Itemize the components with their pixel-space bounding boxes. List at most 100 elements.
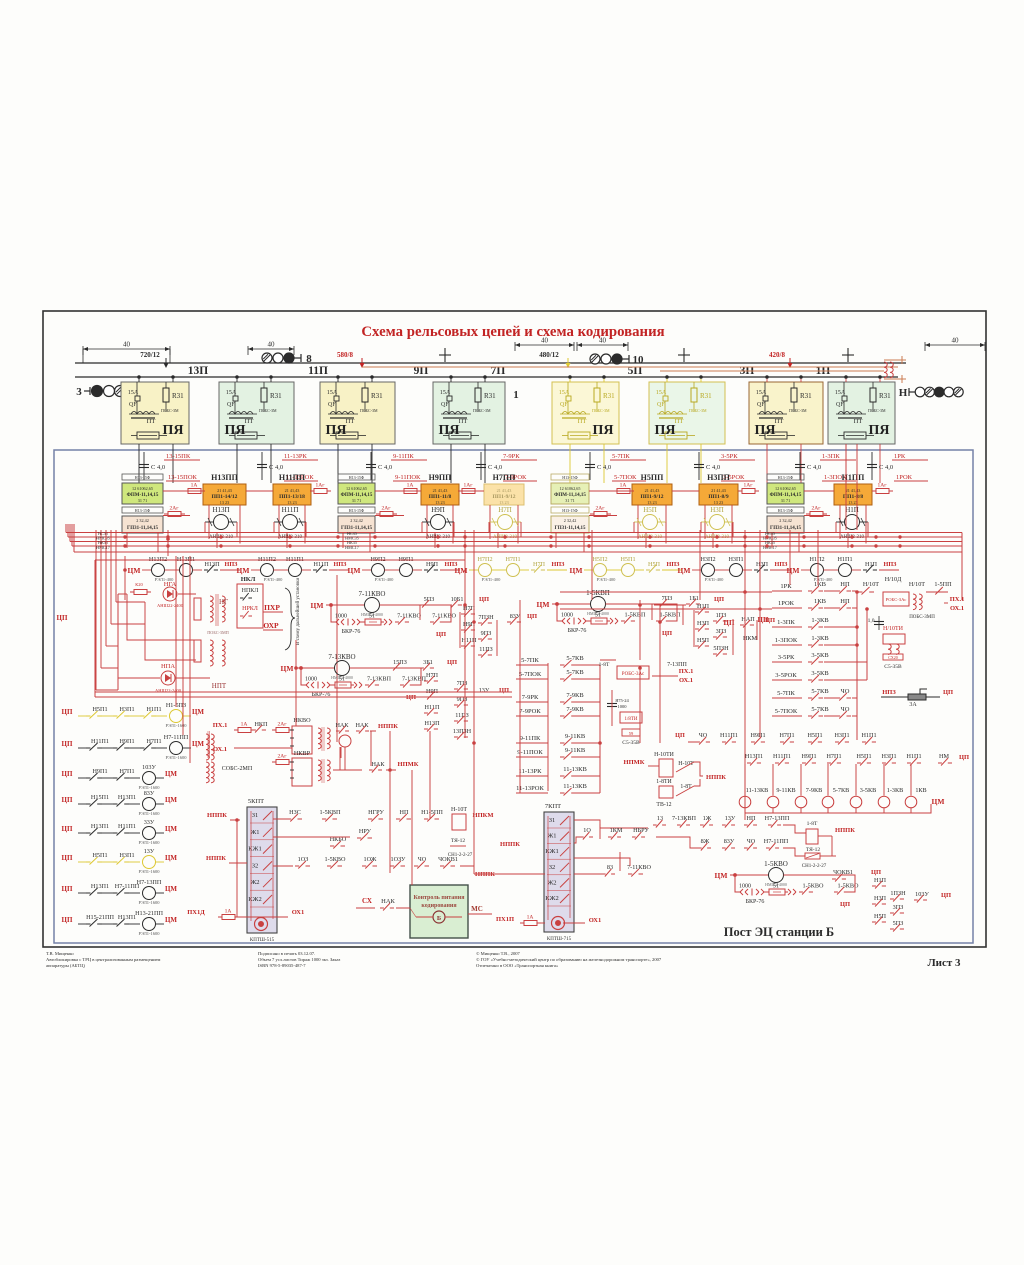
svg-text:ЧО: ЧО — [841, 688, 850, 695]
svg-text:1000: 1000 — [561, 613, 573, 619]
svg-text:5-7КВ: 5-7КВ — [566, 655, 584, 662]
svg-text:ЦП: ЦП — [436, 631, 446, 638]
svg-text:НРКЛ: НРКЛ — [242, 606, 258, 612]
svg-text:З1: З1 — [549, 817, 556, 824]
svg-text:НГ: НГ — [219, 598, 228, 606]
svg-text:1-3КВ: 1-3КВ — [811, 635, 829, 642]
svg-text:Н11П: Н11П — [314, 561, 329, 568]
svg-text:Н7П1: Н7П1 — [505, 556, 520, 563]
svg-text:ОХ1: ОХ1 — [589, 917, 602, 924]
svg-text:1РОК: 1РОК — [896, 474, 913, 481]
svg-text:ПТ: ПТ — [578, 418, 587, 425]
svg-text:7ПЗ: 7ПЗ — [662, 595, 673, 602]
svg-text:13 23: 13 23 — [848, 500, 857, 505]
svg-text:5-7ПК: 5-7ПК — [612, 453, 630, 460]
svg-text:© Мищенко Т.В., 2007: © Мищенко Т.В., 2007 — [476, 951, 521, 957]
svg-text:7П: 7П — [491, 365, 506, 377]
svg-text:2Аг: 2Аг — [278, 754, 288, 760]
svg-text:R31: R31 — [879, 392, 891, 400]
svg-text:Н13-15Ф: Н13-15Ф — [349, 508, 364, 513]
svg-text:1Ж: 1Ж — [703, 815, 712, 822]
svg-text:ISBN 978-5-89035-487-7: ISBN 978-5-89035-487-7 — [258, 963, 306, 968]
svg-text:СН1-2-2-27: СН1-2-2-27 — [802, 864, 827, 869]
svg-text:11ПЗ: 11ПЗ — [455, 712, 469, 719]
svg-text:С 4,0: С 4,0 — [879, 464, 893, 471]
svg-text:1-3ПОК: 1-3ПОК — [775, 637, 798, 644]
svg-text:5П: 5П — [628, 365, 643, 377]
svg-text:Н/10Т: Н/10Т — [909, 581, 925, 588]
svg-text:НМШ2-4000: НМШ2-4000 — [765, 882, 787, 887]
svg-text:ГП31-11,14,15: ГП31-11,14,15 — [770, 526, 801, 531]
svg-text:13У: 13У — [144, 848, 155, 855]
svg-text:Н13-15Ф: Н13-15Ф — [562, 508, 577, 513]
svg-text:11-13КВ: 11-13КВ — [563, 783, 587, 790]
svg-text:ПОБС-3МП: ПОБС-3МП — [207, 630, 228, 635]
svg-text:ЦП: ЦП — [758, 616, 769, 624]
svg-text:7-9РК: 7-9РК — [522, 694, 539, 701]
svg-text:Н13-21ПП: Н13-21ПП — [135, 910, 163, 917]
svg-text:1КМ: 1КМ — [610, 827, 623, 834]
svg-text:ЦП: ЦП — [714, 596, 724, 603]
svg-text:Я75-24: Я75-24 — [615, 698, 629, 703]
svg-text:Н13-15Ф: Н13-15Ф — [562, 475, 577, 480]
svg-text:Схема рельсовых цепей и схема: Схема рельсовых цепей и схема кодировани… — [361, 324, 664, 340]
svg-text:1-3КВ: 1-3КВ — [887, 787, 904, 794]
svg-text:Н11П: Н11П — [425, 704, 440, 711]
svg-text:580/8: 580/8 — [337, 351, 353, 359]
svg-text:2Аг: 2Аг — [170, 506, 180, 512]
svg-text:Н5П1: Н5П1 — [92, 852, 107, 859]
svg-text:Н13П1: Н13П1 — [745, 753, 763, 760]
svg-text:НС35: НС35 — [765, 531, 775, 536]
svg-text:15А: 15А — [226, 390, 237, 396]
svg-text:7-9РК: 7-9РК — [503, 453, 520, 460]
svg-text:13 23: 13 23 — [435, 500, 444, 505]
svg-text:ПП1-9/12: ПП1-9/12 — [641, 494, 664, 500]
svg-text:ЦП: ЦП — [447, 659, 457, 666]
svg-text:7-9КВ: 7-9КВ — [566, 692, 584, 699]
svg-text:1А: 1А — [527, 915, 534, 921]
svg-text:103У: 103У — [915, 891, 929, 898]
svg-text:РЭЛ1-1600: РЭЛ1-1600 — [139, 811, 161, 816]
svg-text:ПХ.1: ПХ.1 — [213, 722, 228, 729]
svg-text:ЦП: ЦП — [62, 885, 73, 893]
svg-text:НАК: НАК — [355, 722, 369, 729]
svg-text:ПОБС-3М: ПОБС-3М — [360, 408, 378, 413]
svg-text:R31: R31 — [270, 392, 282, 400]
svg-text:ПХ.1: ПХ.1 — [679, 668, 694, 675]
svg-text:15А: 15А — [327, 390, 338, 396]
svg-text:ПТ: ПТ — [854, 418, 863, 425]
svg-text:Контроль питания: Контроль питания — [414, 895, 466, 901]
svg-text:Н3ПП: Н3ПП — [707, 473, 730, 482]
svg-text:51: 51 — [369, 614, 375, 620]
svg-text:ГП31-11,14,15: ГП31-11,14,15 — [555, 526, 586, 531]
svg-text:2Аг: 2Аг — [596, 506, 606, 512]
svg-text:КПТШ-515: КПТШ-515 — [250, 938, 275, 943]
svg-text:1РК: 1РК — [894, 453, 906, 460]
svg-text:Н13-15Ф: Н13-15Ф — [778, 475, 793, 480]
svg-text:Н3П1: Н3П1 — [728, 556, 743, 563]
svg-text:ПТ: ПТ — [459, 418, 468, 425]
svg-text:СН1-2-2-27: СН1-2-2-27 — [448, 853, 473, 858]
svg-text:Н3П: Н3П — [874, 895, 887, 902]
svg-text:ТВ-12: ТВ-12 — [656, 802, 671, 808]
svg-text:ОХ.1: ОХ.1 — [950, 605, 964, 612]
svg-text:5-7ПК: 5-7ПК — [521, 657, 539, 664]
svg-text:НПА: НПА — [161, 663, 175, 670]
svg-text:ПХР: ПХР — [264, 603, 280, 612]
svg-text:1-5ПП: 1-5ПП — [934, 581, 952, 588]
svg-text:РЭЛ1-1600: РЭЛ1-1600 — [139, 900, 161, 905]
svg-text:НАП: НАП — [741, 616, 755, 623]
svg-text:Н5П: Н5П — [643, 506, 657, 514]
svg-text:R31: R31 — [800, 392, 812, 400]
svg-text:Н5П1: Н5П1 — [620, 556, 635, 563]
svg-text:Н13П1: Н13П1 — [118, 794, 136, 801]
svg-text:5ПЗ: 5ПЗ — [893, 920, 904, 927]
svg-text:Н13П: Н13П — [212, 506, 229, 514]
svg-text:1Аг: 1Аг — [878, 483, 888, 489]
svg-text:СОБС-2МП: СОБС-2МП — [222, 766, 253, 772]
svg-text:КЖ2: КЖ2 — [248, 896, 261, 903]
svg-text:ЧО: ЧО — [699, 732, 708, 739]
svg-text:1КВ: 1КВ — [915, 787, 926, 794]
svg-text:Н13П: Н13П — [424, 720, 440, 727]
svg-text:40: 40 — [268, 341, 276, 349]
